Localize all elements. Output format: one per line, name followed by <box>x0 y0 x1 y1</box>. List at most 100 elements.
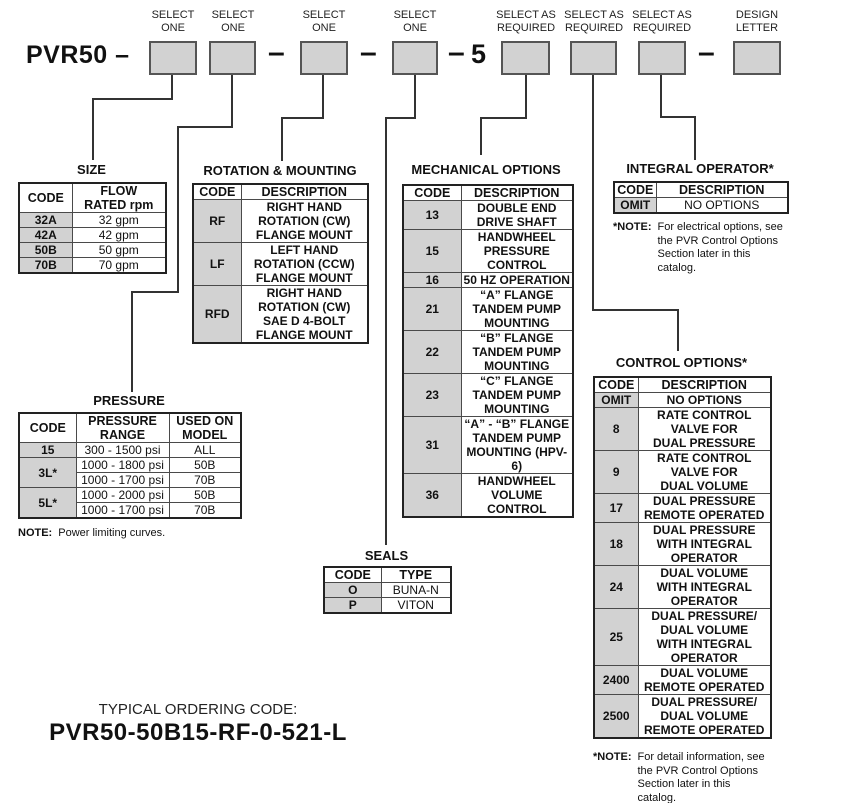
connector-line <box>231 75 233 128</box>
dash-separator: – <box>268 36 285 69</box>
code-slot-design-letter <box>733 41 781 75</box>
column-header: CODE <box>593 376 639 393</box>
connector-line <box>131 291 133 392</box>
slot-label-7: SELECT AS REQUIRED <box>632 9 692 34</box>
dash-separator: – <box>698 36 715 69</box>
connector-line <box>525 75 527 119</box>
connector-line <box>177 126 179 293</box>
table-row: 1000 - 1700 psi 70B <box>19 472 242 488</box>
table-row: 3L* 1000 - 1800 psi 50B <box>18 457 242 488</box>
note-label: *NOTE: <box>613 221 652 233</box>
connector-line <box>281 117 324 119</box>
ordering-code-value: PVR50-50B15-RF-0-521-L <box>49 719 347 746</box>
note-label: NOTE: <box>18 527 53 539</box>
table-row: 15 300 - 1500 psi ALL <box>18 442 242 458</box>
code-slot-seals <box>392 41 438 75</box>
slot-label-6: SELECT AS REQUIRED <box>564 9 624 34</box>
pressure-note: NOTE: Power limiting curves. <box>18 527 248 541</box>
column-header: TYPE <box>380 566 452 583</box>
code-slot-size <box>149 41 197 75</box>
table-row: 1000 - 1700 psi 70B <box>19 502 242 519</box>
column-header: DESCRIPTION <box>240 183 369 200</box>
column-header: CODE <box>192 183 242 200</box>
note-text: For electrical options, see the PVR Cont… <box>657 221 783 274</box>
note-label: *NOTE: <box>593 751 632 763</box>
connector-line <box>592 309 679 311</box>
integral-table-title: INTEGRAL OPERATOR* <box>626 161 774 176</box>
note-text: For detail information, see the PVR Cont… <box>637 751 765 803</box>
slot-label-1: SELECT ONE <box>151 9 195 34</box>
table-row: 31“A” - “B” FLANGE TANDEM PUMP MOUNTING … <box>402 416 574 474</box>
table-row: 21“A” FLANGE TANDEM PUMP MOUNTING <box>402 287 574 331</box>
column-header: CODE <box>613 181 657 198</box>
ordering-code-label: TYPICAL ORDERING CODE: <box>98 701 298 718</box>
slot-label-4: SELECT ONE <box>393 9 437 34</box>
column-header: CODE <box>402 184 462 201</box>
code-slot-rotation <box>300 41 348 75</box>
mechanical-table-title: MECHANICAL OPTIONS <box>411 162 561 177</box>
column-header: DESCRIPTION <box>460 184 574 201</box>
connector-line <box>171 75 173 100</box>
connector-line <box>177 126 233 128</box>
column-header: USED ON MODEL <box>168 412 242 443</box>
connector-line <box>92 98 173 100</box>
column-header: DESCRIPTION <box>637 376 772 393</box>
connector-line <box>385 117 387 545</box>
connector-line <box>660 116 696 118</box>
connector-line <box>281 117 283 161</box>
column-header: DESCRIPTION <box>655 181 789 198</box>
connector-line <box>694 116 696 160</box>
control-table-title: CONTROL OPTIONS* <box>615 355 748 370</box>
code-slot-control <box>570 41 617 75</box>
table-row: 22“B” FLANGE TANDEM PUMP MOUNTING <box>402 330 574 374</box>
pressure-table-title: PRESSURE <box>93 393 165 408</box>
column-header: CODE <box>18 182 73 213</box>
connector-line <box>480 117 482 155</box>
connector-line <box>92 98 94 160</box>
code-slot-integral <box>638 41 686 75</box>
connector-line <box>592 75 594 311</box>
connector-line <box>414 75 416 119</box>
slot-label-8: DESIGN LETTER <box>735 9 779 34</box>
connector-line <box>677 309 679 351</box>
note-text: Power limiting curves. <box>58 527 166 539</box>
table-row: 5L* 1000 - 2000 psi 50B <box>18 487 242 519</box>
connector-line <box>480 117 527 119</box>
slot-label-5: SELECT AS REQUIRED <box>496 9 556 34</box>
fixed-digit: 5 <box>471 39 487 69</box>
connector-line <box>322 75 324 119</box>
seals-table-title: SEALS <box>364 548 409 563</box>
rotation-table-title: ROTATION & MOUNTING <box>203 163 357 178</box>
column-header: FLOW RATED rpm <box>71 182 167 213</box>
dash-separator: – <box>448 36 465 69</box>
connector-line <box>660 75 662 118</box>
connector-line <box>131 291 179 293</box>
slot-label-3: SELECT ONE <box>302 9 346 34</box>
